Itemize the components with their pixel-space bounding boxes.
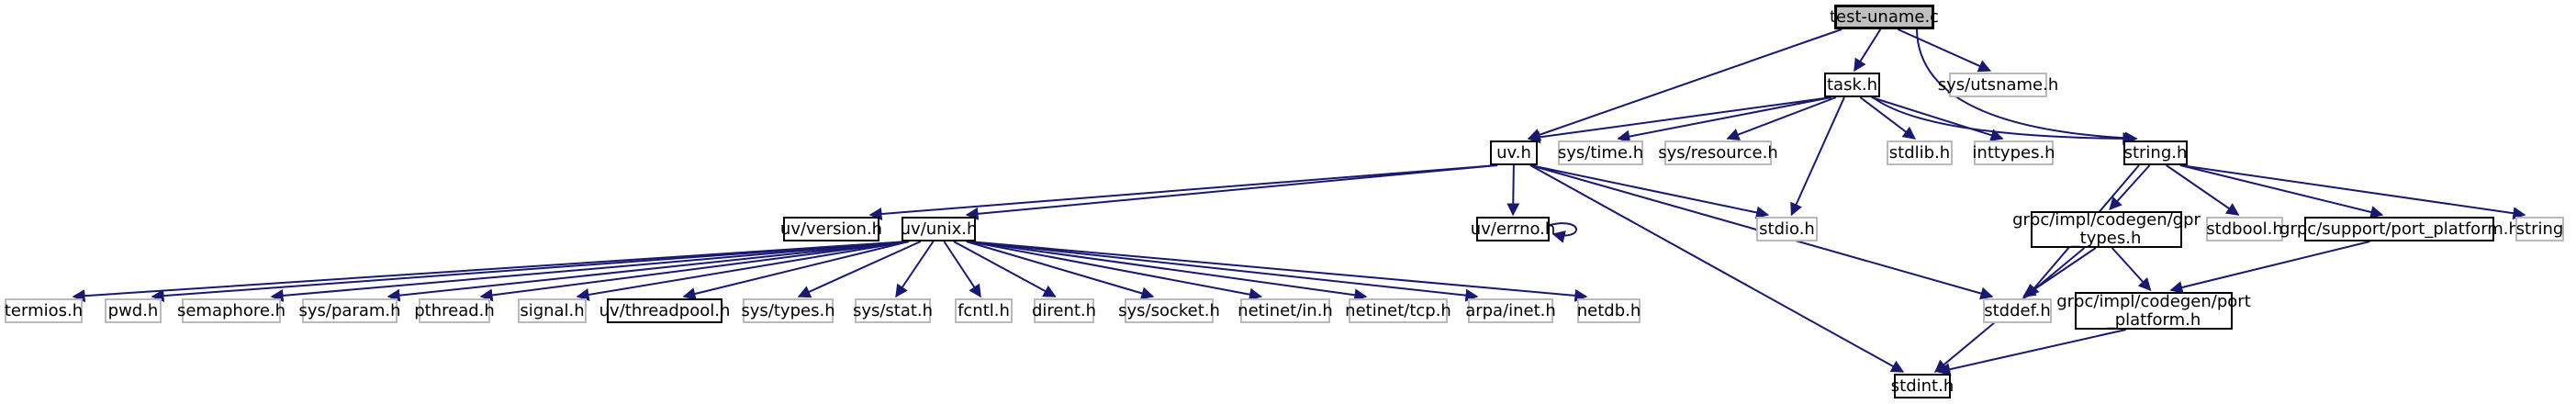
edge-task-h--sys-resource-h — [1726, 96, 1837, 141]
node-grpc-support-port-platform-h[interactable]: grpc/support/port_platform.h — [2279, 217, 2519, 241]
edge-uv-unix-h--signal-h — [576, 241, 910, 301]
node-sys-resource-h: sys/resource.h — [1658, 140, 1778, 165]
node-gpr-types-h[interactable]: grpc/impl/codegen/gpr _types.h — [2012, 210, 2201, 248]
edge-uv-unix-h--sys-param-h — [386, 241, 910, 302]
node-string-h[interactable]: string.h — [2123, 140, 2188, 165]
node-uv-unix-h[interactable]: uv/unix.h — [901, 217, 977, 241]
edge-uv-unix-h--sys-stat-h — [895, 241, 935, 298]
node-netinet-tcp-h: netinet/tcp.h — [1345, 298, 1451, 323]
edge-uv-h--uv-errno-h — [1506, 164, 1520, 217]
edge-uv-h--uv-version-h — [868, 164, 1498, 220]
edge-task-h--string-h — [1872, 96, 2136, 145]
node-dirent-h: dirent.h — [1032, 298, 1096, 323]
edge-uv-unix-h--netinet-tcp-h — [968, 241, 1368, 302]
node-stddef-h: stddef.h — [1983, 298, 2052, 323]
edge-uv-unix-h--sys-socket-h — [966, 241, 1155, 300]
node-inttypes-h: inttypes.h — [1972, 140, 2055, 165]
edge-task-h--uv-h — [1527, 96, 1832, 144]
edge-gpr-types-h--gpr-codegen-port-platform-h — [2111, 247, 2152, 292]
node-sys-types-h: sys/types.h — [741, 298, 835, 323]
node-uv-h[interactable]: uv.h — [1490, 140, 1538, 165]
edge-uv-unix-h--dirent-h — [953, 241, 1057, 297]
node-uv-errno-h[interactable]: uv/errno.h — [1471, 217, 1555, 241]
edge-uv-unix-h--netdb-h — [968, 241, 1588, 302]
node-sys-time-h: sys/time.h — [1558, 140, 1643, 165]
node-stdint-h[interactable]: stdint.h — [1891, 374, 1954, 398]
edge-uv-unix-h--pwd-h — [151, 241, 910, 303]
edge-uv-unix-h--termios-h — [72, 241, 910, 303]
edge-string-h--gpr-types-h — [2109, 164, 2151, 211]
edge-task-h--sys-time-h — [1617, 96, 1832, 143]
edge-uv-unix-h--fcntl-h — [943, 241, 981, 298]
node-semaphore-h: semaphore.h — [177, 298, 286, 323]
edge-test-uname-c--task-h — [1854, 28, 1882, 73]
edge-uv-errno-h--uv-errno-h-self — [1549, 222, 1577, 243]
edge-string-h--string- — [2179, 164, 2526, 220]
node-sys-param-h: sys/param.h — [298, 298, 401, 323]
node-netinet-in-h: netinet/in.h — [1238, 298, 1333, 323]
edge-uv-unix-h--netinet-in-h — [968, 241, 1262, 301]
node-stdio-h: stdio.h — [1756, 217, 1818, 241]
edge-uv-h--uv-unix-h — [965, 164, 1498, 220]
edge-uv-unix-h--uv-threadpool-h — [682, 241, 910, 300]
edge-test-uname-c--string-h — [1915, 28, 2138, 145]
node-arpa-inet-h: arpa/inet.h — [1465, 298, 1556, 323]
node-string-: string — [2515, 217, 2564, 241]
node-pthread-h: pthread.h — [414, 298, 495, 323]
node-uv-threadpool-h[interactable]: uv/threadpool.h — [599, 298, 730, 323]
node-task-h[interactable]: task.h — [1824, 73, 1880, 97]
edge-uv-unix-h--arpa-inet-h — [968, 241, 1479, 302]
edge-gpr-codegen-port-platform-h--stdint-h — [1937, 329, 2126, 376]
edge-task-h--stdio-h — [1790, 96, 1845, 217]
node-uv-version-h[interactable]: uv/version.h — [780, 217, 882, 241]
edge-string-h--grpc-support-port-platform-h — [2179, 164, 2384, 219]
node-stdbool-h: stdbool.h — [2206, 217, 2283, 241]
edge-grpc-support-port-platform-h--gpr-codegen-port-platform-h — [2169, 241, 2370, 294]
node-sys-utsname-h: sys/utsname.h — [1938, 73, 2058, 97]
node-pwd-h: pwd.h — [105, 298, 162, 323]
node-signal-h: signal.h — [518, 298, 587, 323]
edge-string-h--stdbool-h — [2166, 164, 2240, 216]
node-termios-h: termios.h — [5, 298, 83, 323]
edge-test-uname-c--uv-h — [1527, 28, 1842, 141]
edge-uv-h--stdio-h — [1529, 164, 1770, 219]
edge-uv-h--stdint-h — [1529, 164, 1905, 373]
node-netdb-h: netdb.h — [1577, 298, 1641, 323]
edge-uv-unix-h--semaphore-h — [270, 241, 910, 302]
node-gpr-codegen-port-platform-h[interactable]: grpc/impl/codegen/port _platform.h — [2056, 291, 2251, 330]
edge-uv-unix-h--sys-types-h — [797, 241, 922, 298]
node-test-uname-c[interactable]: test-uname.c — [1830, 5, 1939, 29]
node-fcntl-h: fcntl.h — [955, 298, 1013, 323]
edge-task-h--stdlib-h — [1859, 96, 1916, 140]
node-sys-stat-h: sys/stat.h — [853, 298, 933, 323]
node-sys-socket-h: sys/socket.h — [1118, 298, 1220, 323]
node-stdlib-h: stdlib.h — [1887, 140, 1953, 165]
edge-uv-unix-h--pthread-h — [479, 241, 910, 302]
edge-task-h--inttypes-h — [1871, 96, 2004, 141]
edge-test-uname-c--sys-utsname-h — [1897, 28, 1992, 73]
